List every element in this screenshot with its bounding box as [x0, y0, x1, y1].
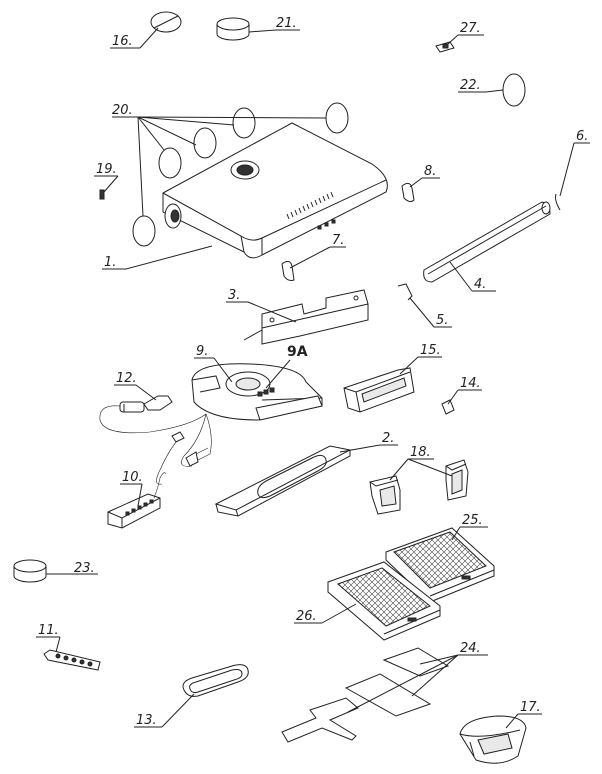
- leader-2b: [339, 444, 381, 453]
- part-17-cup: [459, 715, 527, 764]
- label-10: 10.: [122, 470, 143, 485]
- label-3: 3.: [228, 288, 240, 303]
- part-22-disk: [502, 73, 526, 107]
- label-9: 9.: [196, 344, 208, 359]
- leader-27b: [447, 34, 459, 45]
- part-11-switch-panel: [43, 649, 101, 671]
- leader-15b: [399, 356, 419, 375]
- label-13: 13.: [136, 713, 157, 728]
- leader-24b: [419, 654, 459, 665]
- part-25-filter: [385, 527, 495, 603]
- leader-10b: [137, 483, 143, 507]
- leader-12b: [135, 384, 157, 401]
- part-1-hood-body: [162, 122, 388, 259]
- label-18: 18.: [410, 445, 431, 460]
- leader-22b: [485, 89, 504, 93]
- leader-13b: [161, 693, 195, 728]
- part-23-ring: [13, 559, 47, 583]
- label-1: 1.: [104, 255, 116, 270]
- label-5: 5.: [436, 313, 448, 328]
- label-25: 25.: [462, 513, 483, 528]
- label-21: 21.: [276, 16, 297, 31]
- part-4-trim-strip: [423, 201, 551, 283]
- part-2-base-plate: [214, 445, 352, 517]
- label-4: 4.: [474, 277, 486, 292]
- label-12: 12.: [116, 371, 137, 386]
- label-26: 26.: [296, 609, 317, 624]
- wiring-harness: [99, 405, 212, 485]
- label-15: 15.: [420, 343, 441, 358]
- leader-24c: [411, 654, 459, 697]
- part-3-mounting-rail: [243, 289, 369, 345]
- label-17: 17.: [520, 700, 541, 715]
- part-15-housing: [343, 367, 415, 413]
- leader-26b: [321, 603, 357, 624]
- part-21-collar: [216, 17, 250, 41]
- part-12-lamp: [119, 395, 173, 413]
- label-20: 20.: [112, 103, 133, 118]
- leaders-20: [112, 116, 327, 217]
- label-16: 16.: [112, 34, 133, 49]
- leader-21: [248, 29, 277, 33]
- part-7-bracket: [281, 260, 295, 281]
- leader-24d: [347, 654, 459, 713]
- leader-19b: [103, 175, 119, 193]
- part-14-latch: [441, 399, 455, 415]
- label-27: 27.: [460, 21, 481, 36]
- label-24: 24.: [460, 641, 481, 656]
- leader-14b: [447, 389, 459, 405]
- part-18-brackets: [369, 459, 469, 515]
- part-8-bracket: [401, 182, 415, 203]
- part-16-cap: [150, 11, 182, 33]
- label-22: 22.: [460, 78, 481, 93]
- part-24-tape-strips: [281, 647, 450, 743]
- label-11: 11.: [38, 623, 59, 638]
- leader-6b: [559, 142, 575, 197]
- leader-3b: [247, 301, 297, 323]
- leader-16b: [139, 27, 159, 49]
- label-2: 2.: [382, 431, 394, 446]
- label-7: 7.: [332, 233, 344, 248]
- leader-5b: [409, 297, 435, 328]
- label-23: 23.: [74, 561, 95, 576]
- label-14: 14.: [460, 376, 481, 391]
- label-19: 19.: [96, 162, 117, 177]
- leader-11b: [55, 636, 61, 653]
- leader-7b: [289, 246, 331, 269]
- part-10-terminal-block: [107, 472, 167, 529]
- label-6: 6.: [576, 129, 588, 144]
- part-27-clip: [435, 41, 455, 53]
- part-9-fan-unit: [191, 363, 323, 421]
- part-20-disks: [132, 102, 349, 247]
- label-9a: 9A: [287, 344, 308, 360]
- part-5-hook: [397, 283, 413, 301]
- leader-18c: [407, 458, 453, 477]
- part-13-gasket: [182, 664, 249, 697]
- leader-9a: [265, 359, 291, 389]
- leader-4b: [449, 261, 473, 292]
- leader-25b: [451, 526, 461, 541]
- leader-1b: [125, 245, 213, 270]
- part-26-filter: [327, 561, 441, 641]
- leader-17b: [505, 713, 519, 729]
- part-19-tab: [99, 189, 105, 200]
- part-6-end-cap: [555, 193, 561, 211]
- leader-18b: [389, 458, 409, 481]
- leader-9b: [213, 357, 233, 383]
- label-8: 8.: [424, 164, 436, 179]
- leader-8b: [409, 177, 423, 188]
